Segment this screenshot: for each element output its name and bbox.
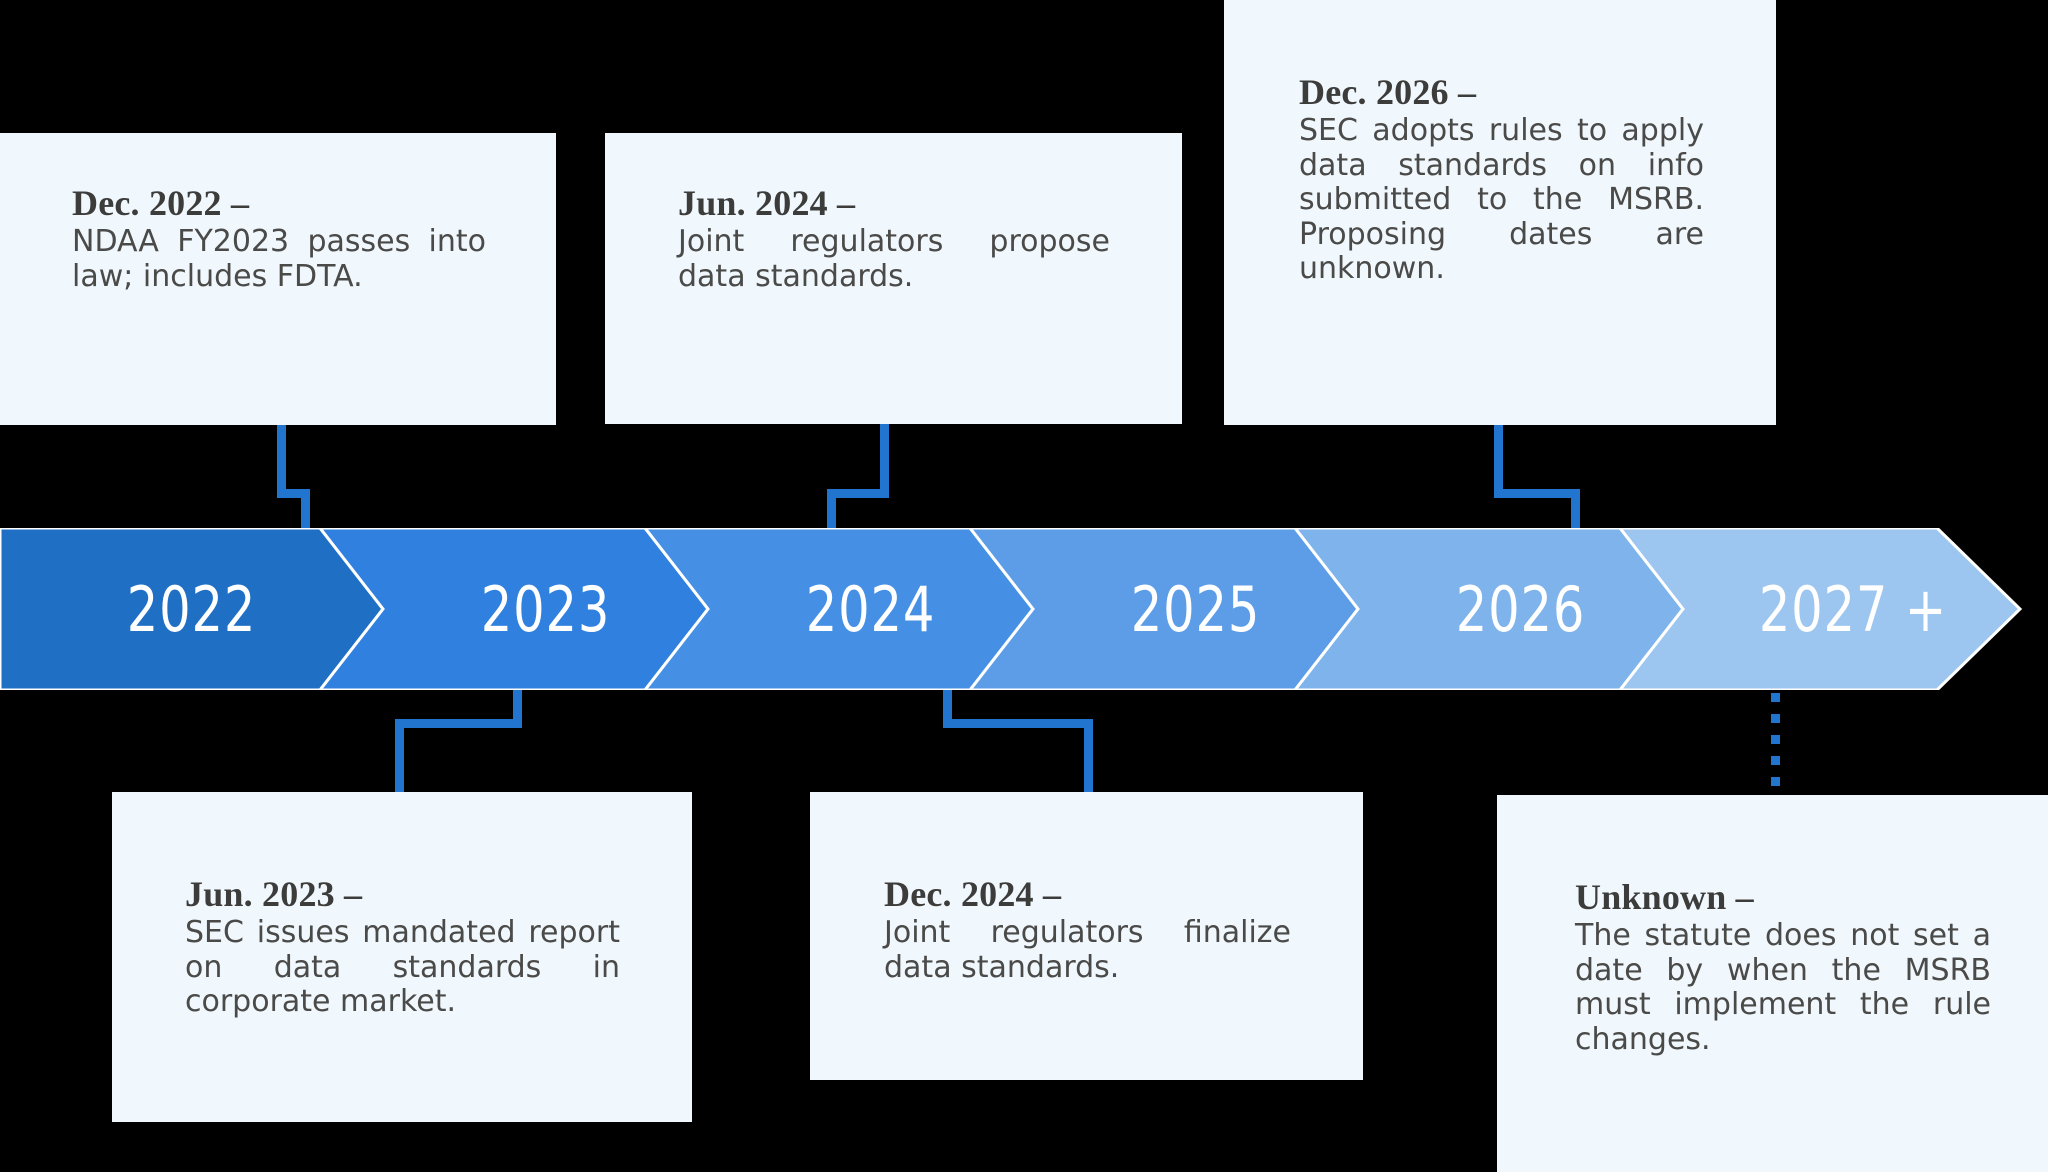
connector-jun-2024-horizontal xyxy=(827,489,889,498)
connector-jun-2023-vertical-upper xyxy=(513,690,522,728)
callout-card-dec-2026: Dec. 2026 – SEC adopts rules to apply da… xyxy=(1224,0,1776,425)
callout-card-dec-2022: Dec. 2022 – NDAA FY2023 passes into law;… xyxy=(0,133,556,425)
card-title: Dec. 2022 – xyxy=(72,183,250,223)
connector-dec-2022-horizontal xyxy=(277,489,310,498)
connector-dec-2024-vertical-upper xyxy=(943,690,952,728)
card-body: Joint regulators propose data standards. xyxy=(678,224,1110,294)
timeline-segment-2022[interactable] xyxy=(0,526,385,692)
card-title: Dec. 2026 – xyxy=(1299,72,1477,112)
timeline-bar: 2022 2023 2024 2025 2026 2027 + xyxy=(0,526,2048,692)
connector-dec-2026-horizontal xyxy=(1494,489,1580,498)
connector-jun-2023-vertical-lower xyxy=(395,719,404,794)
connector-dec-2024-horizontal xyxy=(943,719,1093,728)
card-body: The statute does not set a date by when … xyxy=(1575,918,1991,1057)
card-body: NDAA FY2023 passes into law; includes FD… xyxy=(72,224,486,294)
connector-dec-2026-vertical-upper xyxy=(1494,425,1503,498)
callout-card-dec-2024: Dec. 2024 – Joint regulators finalize da… xyxy=(810,792,1363,1080)
connector-dec-2022-vertical-lower xyxy=(301,489,310,529)
card-body: SEC issues mandated report on data stand… xyxy=(185,915,620,1020)
connector-dec-2022-vertical-upper xyxy=(277,425,286,498)
connector-unknown-dotted xyxy=(1771,693,1780,797)
card-body: SEC adopts rules to apply data standards… xyxy=(1299,113,1704,287)
connector-jun-2023-horizontal xyxy=(395,719,522,728)
connector-jun-2024-vertical-lower xyxy=(827,489,836,529)
callout-card-jun-2023: Jun. 2023 – SEC issues mandated report o… xyxy=(112,792,692,1122)
card-title: Unknown – xyxy=(1575,877,1754,917)
callout-card-unknown: Unknown – The statute does not set a dat… xyxy=(1497,795,2048,1172)
card-body: Joint regulators finalize data standards… xyxy=(884,915,1291,985)
card-title: Jun. 2023 – xyxy=(185,874,363,914)
callout-card-jun-2024: Jun. 2024 – Joint regulators propose dat… xyxy=(605,133,1182,424)
connector-jun-2024-vertical-upper xyxy=(880,424,889,498)
card-title: Dec. 2024 – xyxy=(884,874,1062,914)
card-title: Jun. 2024 – xyxy=(678,183,856,223)
timeline-bar-svg xyxy=(0,526,2023,692)
connector-dec-2024-vertical-lower xyxy=(1084,719,1093,794)
connector-dec-2026-vertical-lower xyxy=(1571,489,1580,529)
